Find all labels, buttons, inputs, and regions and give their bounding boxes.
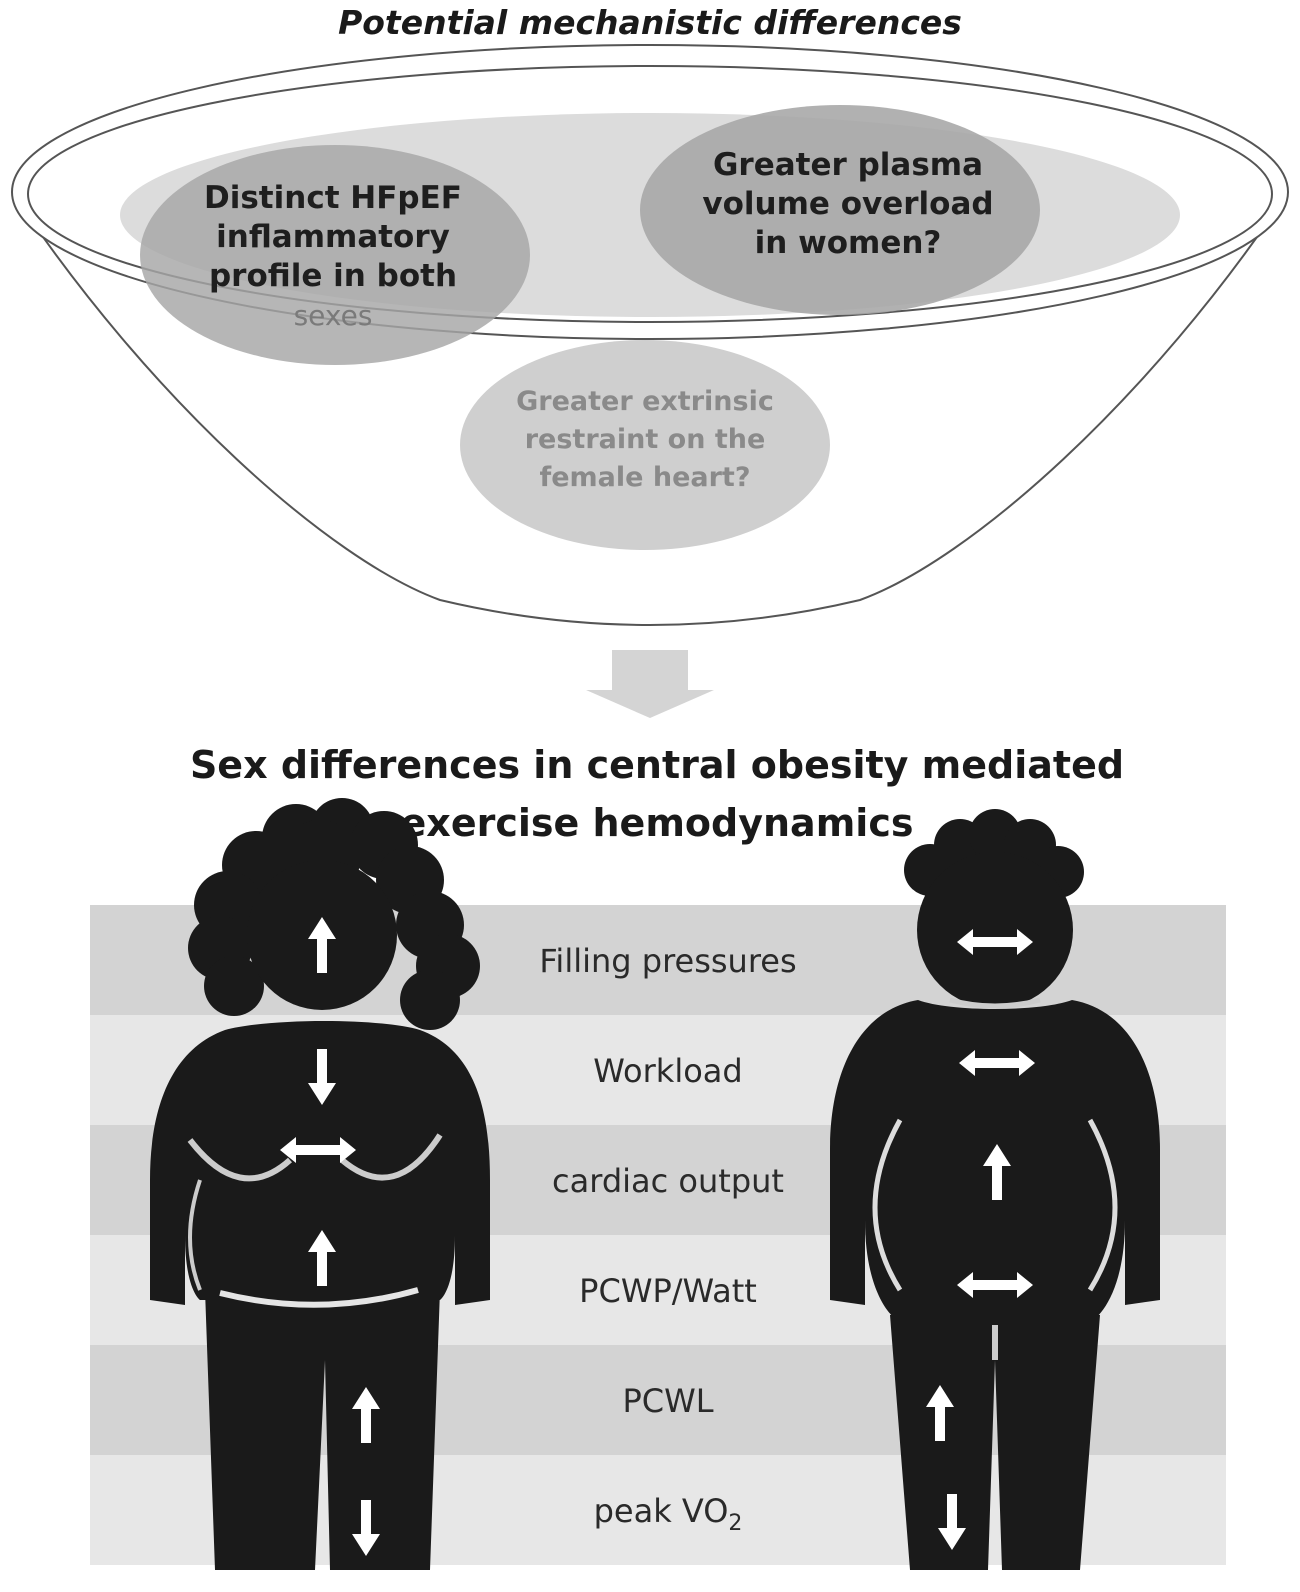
female-legs <box>205 1290 440 1570</box>
female-bust-line-right <box>340 1133 443 1181</box>
row-label-peak-vo2-main: peak VO <box>594 1492 729 1530</box>
outcome-title-line-1: Sex differences in central obesity media… <box>190 743 1124 787</box>
bubble-extrinsic-restraint <box>460 340 830 550</box>
outcome-title-line-2: exercise hemodynamics <box>401 801 914 845</box>
bubble-inflammatory-line-4: sexes <box>294 299 373 332</box>
bubble-plasma-line-3: in women? <box>755 225 942 261</box>
bubble-extrinsic-line-1: Greater extrinsic <box>516 386 774 417</box>
female-hip-line <box>188 1179 202 1291</box>
bubble-plasma-line-1: Greater plasma <box>713 147 983 183</box>
row-label-peak-vo2-sub: 2 <box>728 1511 742 1536</box>
female-bust-line <box>187 1138 293 1182</box>
female-figure <box>150 798 490 1570</box>
funnel: Potential mechanistic differences Distin… <box>11 3 1289 626</box>
bubble-plasma-line-2: volume overload <box>702 186 993 222</box>
row-label-filling-pressures: Filling pressures <box>539 942 796 980</box>
bubble-extrinsic-line-3: female heart? <box>539 462 750 493</box>
row-label-workload: Workload <box>593 1052 742 1090</box>
bubble-inflammatory-line-1: Distinct HFpEF <box>204 180 462 216</box>
female-torso <box>150 1021 490 1305</box>
row-label-pcwp-watt: PCWP/Watt <box>579 1272 757 1310</box>
male-neck-line <box>949 997 1041 1009</box>
bubble-extrinsic-line-2: restraint on the <box>525 424 766 455</box>
male-belly-line <box>872 1118 903 1292</box>
funnel-title: Potential mechanistic differences <box>338 3 962 42</box>
bubble-inflammatory-line-2: inflammatory <box>216 219 450 255</box>
flow-arrow-down <box>586 650 714 718</box>
female-belly-line <box>219 1287 419 1308</box>
funnel-rim-inner <box>27 65 1273 323</box>
row-label-peak-vo2: peak VO2 <box>594 1492 743 1536</box>
male-head <box>917 852 1073 1008</box>
row-label-cardiac-output: cardiac output <box>552 1162 784 1200</box>
male-belly-line-right <box>1087 1118 1118 1292</box>
bubble-plasma-volume <box>640 105 1040 315</box>
bubble-inflammatory <box>140 145 530 365</box>
bubble-inflammatory-line-3: profile in both <box>209 258 457 294</box>
row-label-pcwl: PCWL <box>622 1382 713 1420</box>
male-legs <box>890 1315 1100 1570</box>
